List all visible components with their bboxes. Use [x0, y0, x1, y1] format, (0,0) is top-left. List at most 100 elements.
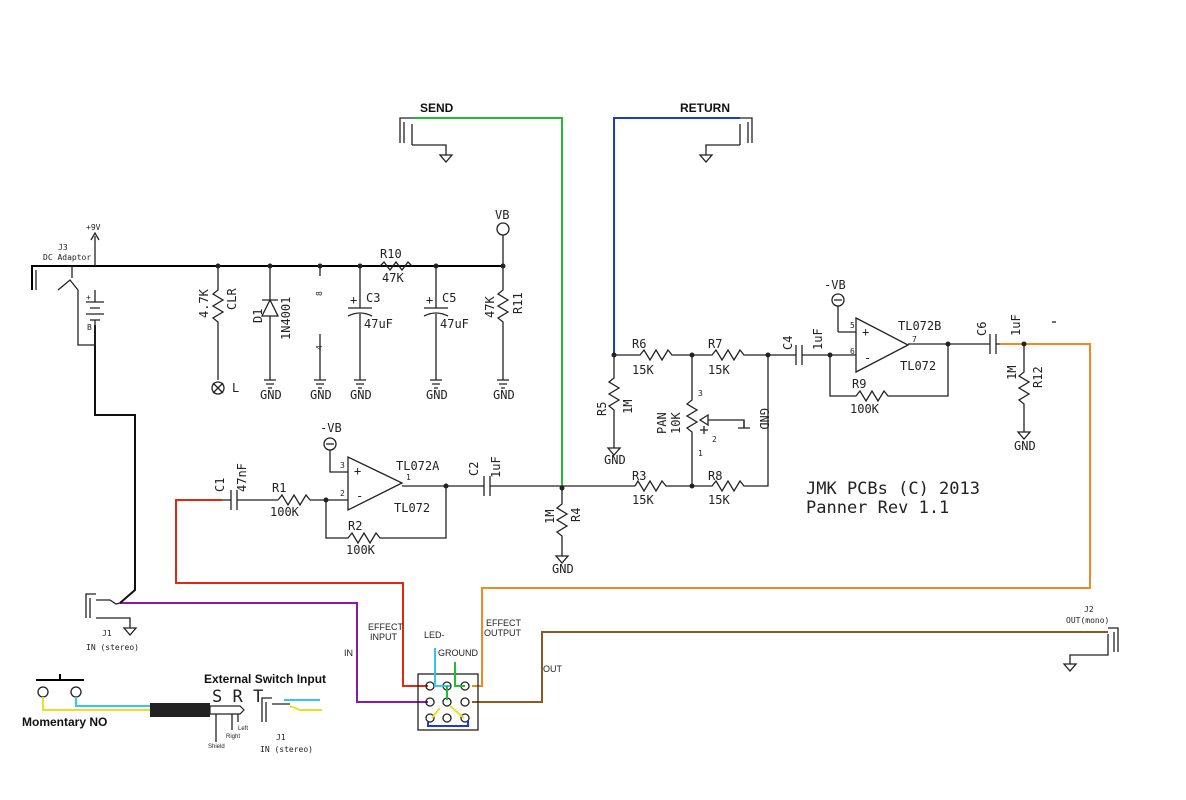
- r3-val: 15K: [632, 493, 654, 507]
- j1-jack: J1 IN (stereo): [85, 593, 139, 652]
- effect-input-1: EFFECT: [368, 622, 404, 632]
- title-line1: JMK PCBs (C) 2013: [806, 479, 980, 499]
- r4-val: 1M: [543, 510, 557, 524]
- c5-plus: +: [426, 293, 433, 307]
- j2-ref: J2: [1084, 605, 1094, 614]
- out-brown-wire: [472, 631, 1108, 703]
- r11-ref: R11: [511, 292, 525, 314]
- pan-val: 10K: [669, 412, 683, 434]
- clr-val: 4.7K: [197, 288, 211, 318]
- c4-val: 1uF: [811, 328, 825, 350]
- c2-ref: C2: [467, 462, 481, 476]
- c6-ref: C6: [975, 322, 989, 336]
- opa-part: TL072: [394, 501, 430, 515]
- c4-ref: C4: [781, 336, 795, 350]
- r9-val: 100K: [850, 402, 880, 416]
- momentary-label: Momentary NO: [22, 715, 107, 729]
- send-label: SEND: [420, 101, 454, 115]
- j3-name: DC Adaptor: [43, 253, 91, 262]
- r1-ref: R1: [272, 481, 286, 495]
- right-label: Right: [226, 734, 240, 740]
- title-line2: Panner Rev 1.1: [806, 498, 949, 518]
- r8-ref: R8: [708, 469, 722, 483]
- r8-val: 15K: [708, 493, 730, 507]
- footswitch: EFFECT INPUT EFFECT OUTPUT LED- GROUND I…: [344, 618, 563, 731]
- c3-val: 47uF: [364, 317, 393, 331]
- j3-ref: J3: [58, 243, 68, 252]
- ground-label: GROUND: [438, 648, 478, 658]
- c5-gnd: GND: [426, 388, 448, 402]
- r10-ref: R10: [380, 247, 402, 261]
- out-label: OUT: [543, 664, 563, 674]
- j1b-name: IN (stereo): [260, 745, 313, 754]
- c6-val: 1uF: [1009, 314, 1023, 336]
- r6-val: 15K: [632, 363, 654, 377]
- c1-val: 47nF: [235, 463, 249, 492]
- title-block: JMK PCBs (C) 2013 Panner Rev 1.1: [806, 479, 980, 518]
- send-wire: [414, 117, 563, 488]
- j2-name: OUT(mono): [1066, 616, 1109, 625]
- d1-ref: D1: [251, 309, 265, 323]
- external-title: External Switch Input: [204, 672, 326, 686]
- r5-ref: R5: [595, 402, 609, 416]
- c2-val: 1uF: [489, 456, 503, 478]
- effect-output-1: EFFECT: [486, 618, 522, 628]
- input-stage: C1 47nF R1 100K + - 3 2 1 TL072A TL072 -…: [213, 421, 635, 576]
- opa-pin1: 1: [406, 473, 411, 482]
- c3-plus: +: [350, 293, 357, 307]
- c5-val: 47uF: [440, 317, 469, 331]
- opa-minus-vb: -VB: [320, 421, 342, 435]
- pin4-gnd: GND: [310, 388, 332, 402]
- pot-pin3: 3: [698, 389, 703, 398]
- return-label: RETURN: [680, 101, 730, 115]
- r9-ref: R9: [852, 377, 866, 391]
- send-jack: SEND: [399, 101, 454, 163]
- battery-b: B: [87, 323, 92, 332]
- opa-minus: -: [356, 489, 363, 503]
- output-stage: C4 1uF + - 5 6 7 TL072B TL072 -VB R9 100…: [781, 278, 1056, 453]
- power-section: J3 DC Adaptor +9V + B 4.7K CLR L D1 1N40…: [31, 208, 525, 402]
- d1-gnd: GND: [260, 388, 282, 402]
- left-label: Left: [238, 726, 248, 732]
- clr-ref: CLR: [225, 288, 239, 310]
- input-red-wire: [175, 499, 428, 687]
- opa-ref: TL072A: [396, 459, 440, 473]
- led-label: L: [232, 381, 239, 395]
- srt-label: S R T: [212, 687, 263, 707]
- opb-minus: -: [864, 351, 871, 365]
- pot-gnd: GND: [757, 408, 771, 430]
- j1-ref: J1: [102, 629, 112, 638]
- opb-part: TL072: [900, 359, 936, 373]
- r2-ref: R2: [348, 519, 362, 533]
- opb-plus: +: [862, 325, 869, 339]
- in-label: IN: [344, 648, 353, 658]
- r2-val: 100K: [346, 543, 376, 557]
- r11-gnd: GND: [493, 388, 515, 402]
- plus9v-label: +9V: [86, 223, 101, 232]
- c3-gnd: GND: [350, 388, 372, 402]
- r1-val: 100K: [270, 505, 300, 519]
- return-wire: [613, 117, 740, 355]
- r7-val: 15K: [708, 363, 730, 377]
- return-jack: RETURN: [680, 101, 753, 163]
- colored-wires: [94, 117, 1108, 703]
- opa-pin2: 2: [340, 489, 345, 498]
- j1-name: IN (stereo): [86, 643, 139, 652]
- pan-ref: PAN: [655, 412, 669, 434]
- effect-output-2: OUTPUT: [484, 628, 522, 638]
- r11-val: 47K: [483, 296, 497, 318]
- led-minus: LED-: [424, 630, 445, 640]
- pan-stage: R5 1M GND R6 15K R7 15K 3 2 1 PAN 10K GN…: [595, 337, 796, 507]
- r10-val: 47K: [382, 271, 404, 285]
- c3-ref: C3: [366, 291, 380, 305]
- pot-pin2: 2: [712, 435, 717, 444]
- shield-label: Shield: [208, 744, 225, 750]
- black-power-wire: [94, 325, 136, 604]
- c5-ref: C5: [442, 291, 456, 305]
- vb-label: VB: [495, 208, 509, 222]
- r6-ref: R6: [632, 337, 646, 351]
- r4-ref: R4: [569, 508, 583, 522]
- effect-input-2: INPUT: [370, 632, 398, 642]
- r7-ref: R7: [708, 337, 722, 351]
